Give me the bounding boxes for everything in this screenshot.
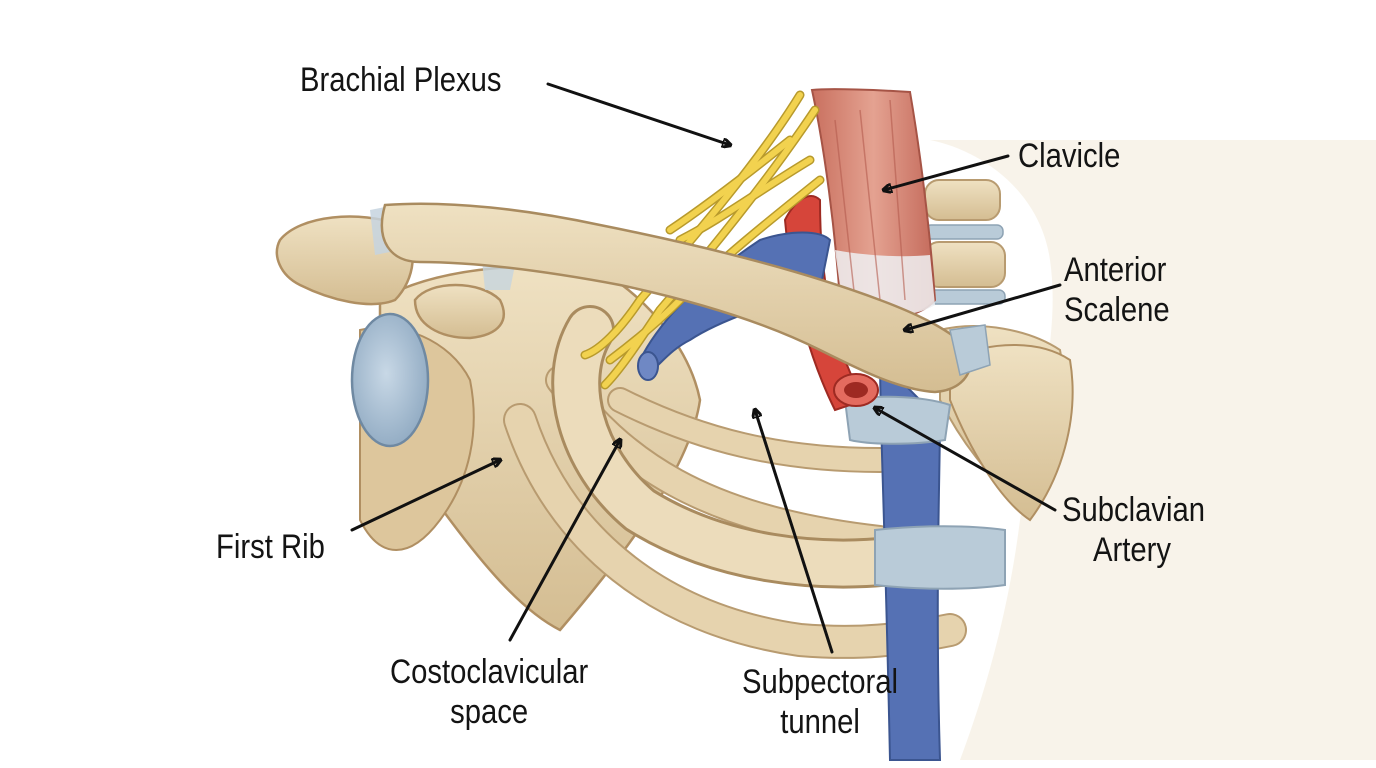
arrow-anterior-scalene xyxy=(905,283,1062,330)
label-subpectoral-tunnel: Subpectoral tunnel xyxy=(742,663,899,741)
arrow-first-rib xyxy=(350,460,500,532)
arrow-costoclavicular-space xyxy=(508,440,620,642)
label-anterior-scalene: Anterior Scalene xyxy=(1064,251,1170,329)
manubrium xyxy=(949,344,1074,522)
coracoid-process xyxy=(413,283,505,340)
arrow-brachial-plexus xyxy=(546,82,730,145)
arrow-clavicle xyxy=(884,154,1010,190)
glenoid-fossa xyxy=(350,312,430,448)
first-rib xyxy=(551,305,925,589)
label-costoclavicular-space: Costoclavicular space xyxy=(390,653,589,731)
label-clavicle: Clavicle xyxy=(1018,137,1121,175)
arrow-subclavian-artery xyxy=(875,408,1057,512)
costal-cartilage xyxy=(874,525,1006,590)
label-subclavian-artery: Subclavian Artery xyxy=(1062,491,1206,569)
label-first-rib: First Rib xyxy=(216,528,325,566)
arrow-subpectoral-tunnel xyxy=(755,410,834,654)
label-brachial-plexus: Brachial Plexus xyxy=(300,61,502,99)
clavicle-bone xyxy=(380,202,991,394)
